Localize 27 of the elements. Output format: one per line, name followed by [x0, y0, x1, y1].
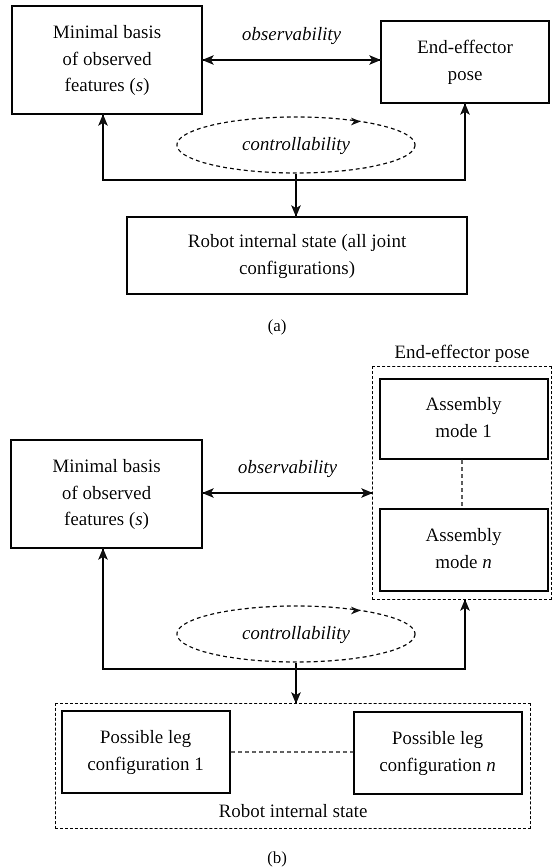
group-title: Robot internal state: [218, 800, 368, 824]
panel-label: (b): [267, 848, 287, 867]
arrow: [295, 599, 470, 670]
dashed-group-box: [55, 703, 531, 829]
arrow: [98, 114, 297, 181]
process-box: Robot internal state (all joint configurations): [126, 216, 468, 295]
arrow: [202, 55, 381, 65]
process-box: Possible leg configuration n: [352, 710, 522, 794]
arrow: [291, 663, 301, 704]
process-box: Assembly mode n: [378, 508, 548, 592]
arrow: [291, 174, 301, 217]
arrow: [202, 488, 373, 498]
ellipse-label: controllability: [242, 132, 350, 157]
ellipse-label: controllability: [242, 622, 350, 646]
dashed-connector: [461, 460, 463, 508]
process-box: End-effector pose: [380, 20, 550, 104]
arrow: [295, 103, 470, 181]
process-box: Possible leg configuration 1: [60, 710, 230, 794]
arrow: [98, 548, 297, 670]
process-box: Minimal basis of observed features (s): [11, 5, 203, 115]
process-box: Assembly mode 1: [378, 378, 548, 460]
group-title: End-effector pose: [393, 341, 531, 365]
process-box: Minimal basis of observed features (s): [10, 439, 203, 549]
dashed-ellipse: [176, 116, 416, 174]
panel-label: (a): [268, 316, 286, 336]
dashed-ellipse: [176, 605, 416, 663]
dashed-connector: [231, 751, 353, 753]
